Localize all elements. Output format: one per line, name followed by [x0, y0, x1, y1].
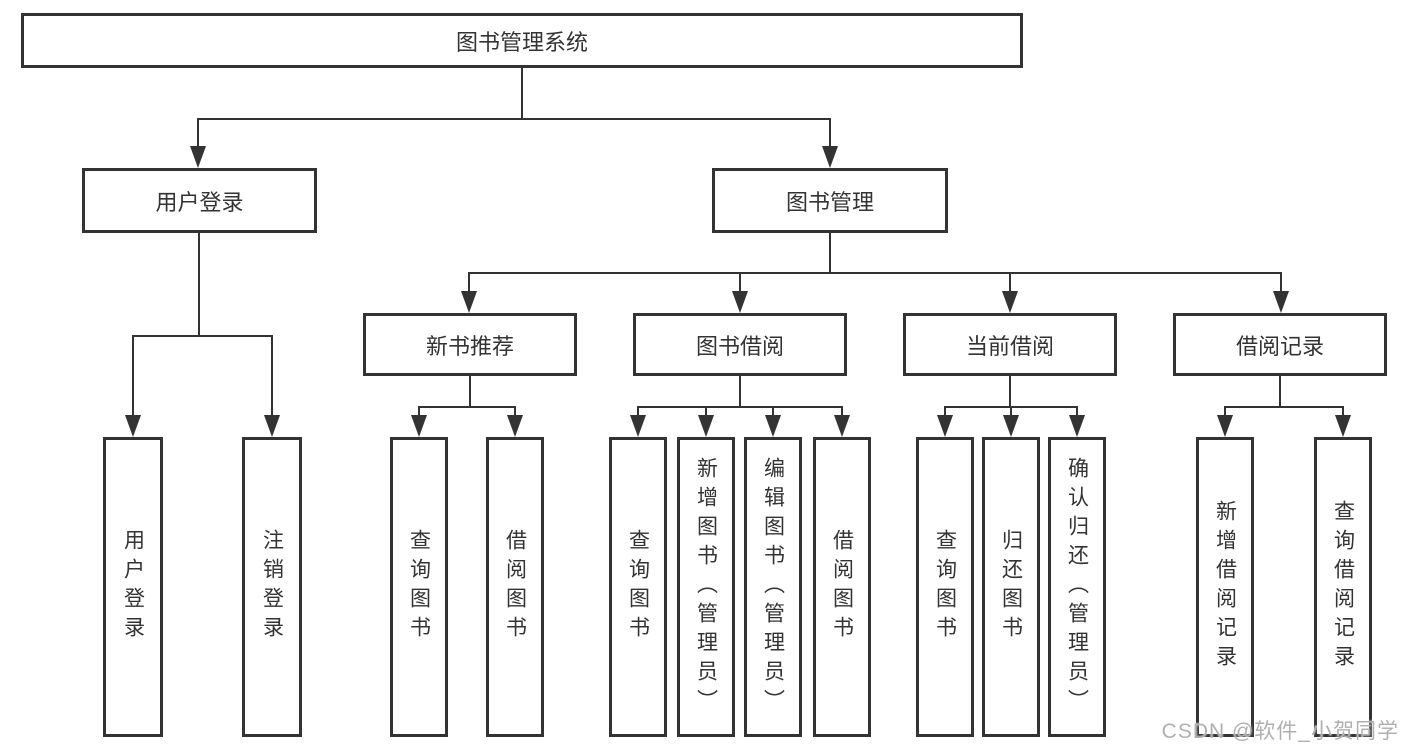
arrowhead-icon — [1217, 415, 1233, 437]
arrowhead-icon — [461, 291, 477, 313]
leaf-query-books-borrowing-label: 查询图书 — [626, 529, 650, 645]
node-user-login-label: 用户登录 — [155, 189, 244, 215]
connector-line — [271, 335, 273, 417]
connector-line — [1009, 272, 1011, 293]
node-user-login: 用户登录 — [82, 168, 317, 233]
leaf-logout: 注销登录 — [242, 437, 302, 737]
leaf-query-books-borrowing: 查询图书 — [609, 437, 667, 737]
node-root: 图书管理系统 — [21, 13, 1023, 68]
connector-line — [1076, 406, 1078, 417]
connector-line — [418, 406, 420, 417]
arrowhead-icon — [411, 415, 427, 437]
node-book-borrowing-label: 图书借阅 — [695, 333, 784, 359]
node-borrow-records: 借阅记录 — [1173, 313, 1387, 376]
connector-line — [1010, 406, 1012, 417]
leaf-return-book: 归还图书 — [982, 437, 1040, 737]
leaf-query-books-recommend: 查询图书 — [390, 437, 448, 737]
connector-line — [637, 406, 843, 408]
csdn-watermark: CSDN @软件_小贺同学 — [1161, 720, 1399, 743]
leaf-query-books-recommend-label: 查询图书 — [407, 529, 431, 645]
node-borrow-records-label: 借阅记录 — [1235, 333, 1324, 359]
node-root-label: 图书管理系统 — [455, 29, 588, 55]
connector-line — [197, 118, 831, 120]
leaf-user-login-label: 用户登录 — [121, 529, 145, 645]
connector-line — [1342, 406, 1344, 417]
leaf-confirm-return-admin-label: 确认归还（管理员） — [1065, 456, 1089, 718]
leaf-logout-label: 注销登录 — [260, 529, 284, 645]
node-current-borrowing: 当前借阅 — [903, 313, 1117, 376]
node-book-management: 图书管理 — [712, 168, 948, 233]
node-new-book-recommend: 新书推荐 — [363, 313, 577, 376]
connector-line — [772, 406, 774, 417]
leaf-borrow-books-recommend-label: 借阅图书 — [503, 529, 527, 645]
arrowhead-icon — [264, 415, 280, 437]
connector-line — [1280, 272, 1282, 293]
connector-line — [198, 233, 200, 337]
arrowhead-icon — [1273, 291, 1289, 313]
leaf-add-borrow-record-label: 新增借阅记录 — [1213, 500, 1237, 674]
leaf-borrow-books-borrowing: 借阅图书 — [813, 437, 871, 737]
connector-line — [132, 335, 273, 337]
connector-line — [739, 272, 741, 293]
connector-line — [469, 376, 471, 407]
connector-line — [468, 272, 470, 293]
leaf-edit-book-admin-label: 编辑图书（管理员） — [761, 456, 785, 718]
connector-line — [1009, 376, 1011, 407]
arrowhead-icon — [834, 415, 850, 437]
leaf-add-book-admin-label: 新增图书（管理员） — [694, 456, 718, 718]
connector-line — [739, 376, 741, 407]
connector-line — [705, 406, 707, 417]
arrowhead-icon — [698, 415, 714, 437]
connector-line — [1224, 406, 1344, 408]
arrowhead-icon — [125, 415, 141, 437]
arrowhead-icon — [630, 415, 646, 437]
node-book-management-label: 图书管理 — [785, 189, 874, 215]
leaf-return-book-label: 归还图书 — [999, 529, 1023, 645]
arrowhead-icon — [1069, 415, 1085, 437]
connector-line — [418, 406, 516, 408]
leaf-query-borrow-record-label: 查询借阅记录 — [1331, 500, 1355, 674]
connector-line — [944, 406, 946, 417]
connector-line — [1224, 406, 1226, 417]
connector-line — [829, 118, 831, 150]
connector-line — [637, 406, 639, 417]
connector-line — [841, 406, 843, 417]
leaf-add-book-admin: 新增图书（管理员） — [677, 437, 735, 737]
connector-line — [197, 118, 199, 150]
arrowhead-icon — [937, 415, 953, 437]
node-new-book-recommend-label: 新书推荐 — [425, 333, 514, 359]
leaf-query-books-current: 查询图书 — [916, 437, 974, 737]
arrowhead-icon — [732, 291, 748, 313]
arrowhead-icon — [507, 415, 523, 437]
connector-line — [1279, 376, 1281, 407]
leaf-borrow-books-recommend: 借阅图书 — [486, 437, 544, 737]
leaf-edit-book-admin: 编辑图书（管理员） — [744, 437, 802, 737]
leaf-confirm-return-admin: 确认归还（管理员） — [1048, 437, 1106, 737]
connector-line — [829, 233, 831, 274]
connector-line — [468, 272, 1282, 274]
connector-line — [521, 68, 523, 119]
arrowhead-icon — [1003, 415, 1019, 437]
leaf-query-borrow-record: 查询借阅记录 — [1314, 437, 1372, 737]
connector-line — [132, 335, 134, 417]
leaf-borrow-books-borrowing-label: 借阅图书 — [830, 529, 854, 645]
leaf-add-borrow-record: 新增借阅记录 — [1196, 437, 1254, 737]
node-current-borrowing-label: 当前借阅 — [965, 333, 1054, 359]
leaf-query-books-current-label: 查询图书 — [933, 529, 957, 645]
arrowhead-icon — [822, 146, 838, 168]
connector-line — [514, 406, 516, 417]
arrowhead-icon — [1335, 415, 1351, 437]
arrowhead-icon — [765, 415, 781, 437]
node-book-borrowing: 图书借阅 — [633, 313, 847, 376]
arrowhead-icon — [190, 146, 206, 168]
leaf-user-login: 用户登录 — [103, 437, 163, 737]
arrowhead-icon — [1002, 291, 1018, 313]
